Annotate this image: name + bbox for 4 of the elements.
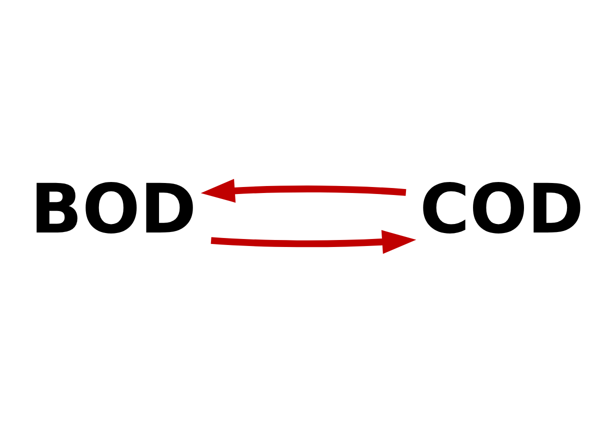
arrow xyxy=(210,230,416,254)
node-text: COD xyxy=(420,170,584,249)
arrow xyxy=(200,178,406,202)
node-text: BOD xyxy=(30,170,196,249)
